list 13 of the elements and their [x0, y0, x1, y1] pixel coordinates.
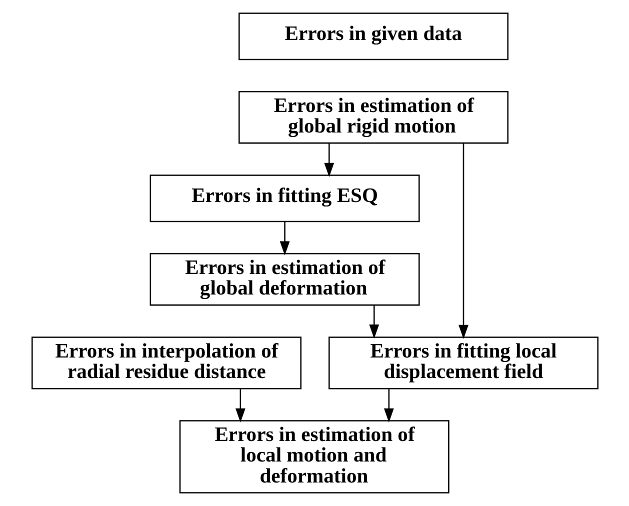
arrow [279, 222, 290, 256]
node-box: Errors in given data [238, 12, 508, 60]
arrow [368, 305, 379, 339]
node-box: Errors in estimation of global deformation [149, 253, 420, 306]
node-box: Errors in fitting local displacement field [328, 336, 598, 390]
node-box: Errors in fitting ESQ [149, 174, 420, 222]
node-box: Errors in interpolation of radial residue distance [31, 336, 301, 390]
arrow [234, 389, 245, 423]
arrow [383, 389, 394, 423]
node-box: Errors in estimation of global rigid motion [238, 91, 508, 144]
arrow [458, 143, 468, 340]
node-box: Errors in estimation of local motion and deformation [178, 420, 449, 494]
arrow [324, 143, 334, 178]
